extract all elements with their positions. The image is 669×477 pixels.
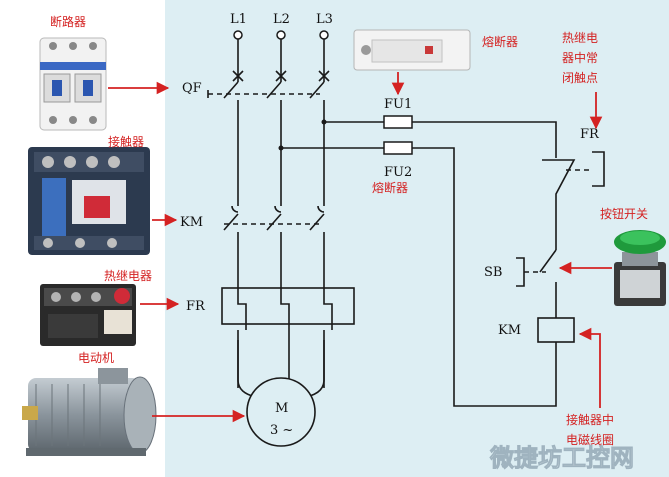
annotation-fuse-top: 熔断器 bbox=[482, 34, 518, 49]
motor-symbol bbox=[246, 377, 316, 447]
label-km-main: KM bbox=[180, 215, 203, 230]
coil-km bbox=[537, 317, 575, 343]
annotation-relay-nc-1: 热继电 bbox=[562, 31, 598, 45]
thermal-relay-picture bbox=[40, 284, 136, 346]
annotation-arrows bbox=[108, 72, 612, 423]
label-motor-m: M bbox=[275, 401, 288, 416]
main-circuit bbox=[207, 30, 355, 447]
annotation-contactor: 接触器 bbox=[108, 134, 144, 149]
push-button-picture bbox=[614, 230, 666, 306]
control-circuit bbox=[281, 115, 605, 407]
label-l2: L2 bbox=[273, 12, 290, 27]
fuse-fu2 bbox=[383, 141, 413, 155]
label-km-coil: KM bbox=[498, 323, 521, 338]
terminal-l3 bbox=[319, 30, 329, 40]
label-fu2: FU2 bbox=[384, 165, 412, 180]
annotation-coil-2: 电磁线圈 bbox=[566, 432, 614, 447]
contactor-picture bbox=[28, 147, 150, 255]
label-fr-contact: FR bbox=[580, 127, 600, 142]
breaker-picture bbox=[39, 37, 107, 131]
terminal-l2 bbox=[276, 30, 286, 40]
terminal-l1 bbox=[233, 30, 243, 40]
annotation-coil-1: 接触器中 bbox=[566, 412, 614, 427]
annotation-breaker: 断路器 bbox=[50, 14, 86, 29]
label-qf: QF bbox=[182, 81, 202, 96]
label-l1: L1 bbox=[230, 12, 247, 27]
label-sb: SB bbox=[484, 265, 502, 280]
annotation-button-switch: 按钮开关 bbox=[600, 206, 648, 221]
annotation-relay-nc-3: 闭触点 bbox=[562, 71, 598, 85]
label-motor-phase: 3 ~ bbox=[270, 423, 293, 438]
fuse-fu1 bbox=[383, 115, 413, 129]
fuse-picture bbox=[353, 29, 471, 71]
motor-picture bbox=[22, 368, 157, 456]
annotation-fuse-mid: 熔断器 bbox=[372, 180, 408, 195]
watermark: 微捷坊工控网 bbox=[489, 444, 634, 472]
annotation-thermal-relay: 热继电器 bbox=[104, 269, 152, 283]
label-fu1: FU1 bbox=[384, 97, 412, 112]
schematic-panel bbox=[165, 0, 669, 477]
label-l3: L3 bbox=[316, 12, 333, 27]
annotation-relay-nc-2: 器中常 bbox=[562, 50, 598, 65]
annotation-motor: 电动机 bbox=[78, 351, 114, 365]
label-fr-main: FR bbox=[186, 299, 206, 314]
